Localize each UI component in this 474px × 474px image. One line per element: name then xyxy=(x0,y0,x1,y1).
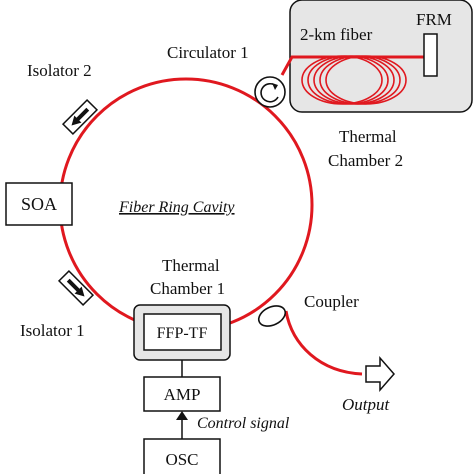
soa-box xyxy=(5,182,73,226)
isolator-arrow-icon xyxy=(66,278,85,297)
circulator-label: Circulator 1 xyxy=(167,43,249,62)
thermal-chamber-2-label-line1: Thermal xyxy=(339,127,397,146)
thermal-chamber-1-label-line1: Thermal xyxy=(162,256,220,275)
outline-arrow-icon xyxy=(365,356,395,392)
osc-label: OSC xyxy=(165,450,198,469)
output-label: Output xyxy=(342,395,391,414)
amp-label: AMP xyxy=(164,385,201,404)
osc-box xyxy=(143,438,221,474)
isolator-1-label: Isolator 1 xyxy=(20,321,85,340)
isolator-1-symbol xyxy=(57,269,95,307)
fiber-spool-coils xyxy=(301,55,407,105)
frm-label: FRM xyxy=(416,10,452,29)
coupler-symbol xyxy=(257,305,287,327)
ffp-tf-label: FFP-TF xyxy=(157,325,208,342)
thermal-chamber-2-label-line2: Chamber 2 xyxy=(328,151,403,170)
isolator-2-label: Isolator 2 xyxy=(27,61,92,80)
isolator-2-symbol xyxy=(61,98,99,136)
ring-cavity-label: Fiber Ring Cavity xyxy=(118,199,235,216)
circular-arrow-head xyxy=(272,83,278,90)
circulator-symbol xyxy=(254,76,286,108)
isolator-arrow-icon xyxy=(71,107,90,126)
coupler-label: Coupler xyxy=(304,292,359,311)
control-signal-arrowhead xyxy=(176,411,188,420)
ffp-tf-box xyxy=(143,313,222,351)
circular-arrow-icon xyxy=(260,83,279,103)
thermal-chamber-1-label-line2: Chamber 1 xyxy=(150,279,225,298)
amp-box xyxy=(143,376,221,412)
control-signal-label: Control signal xyxy=(197,415,290,432)
output-fiber xyxy=(284,310,363,376)
fiber-spool-label: 2-km fiber xyxy=(300,25,373,44)
frm-box xyxy=(423,33,438,77)
soa-label: SOA xyxy=(21,194,57,214)
